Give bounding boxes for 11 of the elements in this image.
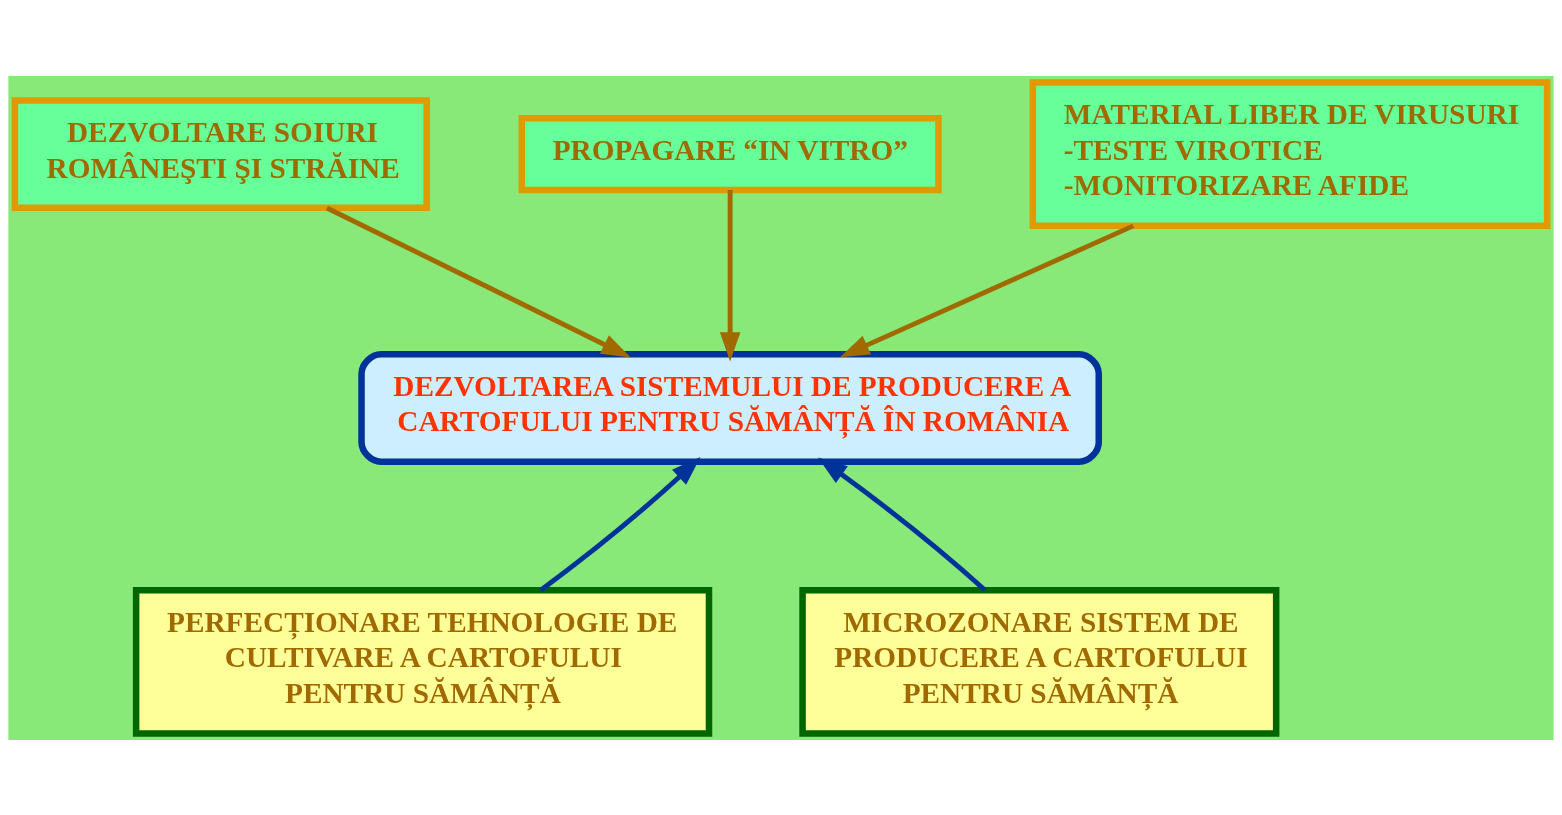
node-box: MICROZONARE SISTEM DE PRODUCERE A CARTOFULUI PENTRU SĂMÂNȚĂ [799, 586, 1280, 737]
arrow [325, 205, 631, 357]
node-box: DEZVOLTARE SOIURI ROMÂNEŞTI ŞI STRĂINE [11, 96, 430, 211]
arrow [817, 457, 987, 592]
node-box: DEZVOLTAREA SISTEMULUI DE PRODUCERE A CARTOFULUI PENTRU SĂMÂNȚĂ ÎN ROMÂNIA [358, 350, 1102, 465]
node-box: MATERIAL LIBER DE VIRUSURI -TESTE VIROTICE -MONITORIZARE AFIDE [1029, 78, 1551, 229]
arrow [539, 456, 701, 592]
node-box: PERFECȚIONARE TEHNOLOGIE DE CULTIVARE A CARTOFULUI PENTRU SĂMÂNȚĂ [132, 586, 713, 737]
node-box: PROPAGARE “IN VITRO” [518, 114, 942, 193]
arrow [840, 223, 1135, 357]
arrow [719, 189, 741, 362]
